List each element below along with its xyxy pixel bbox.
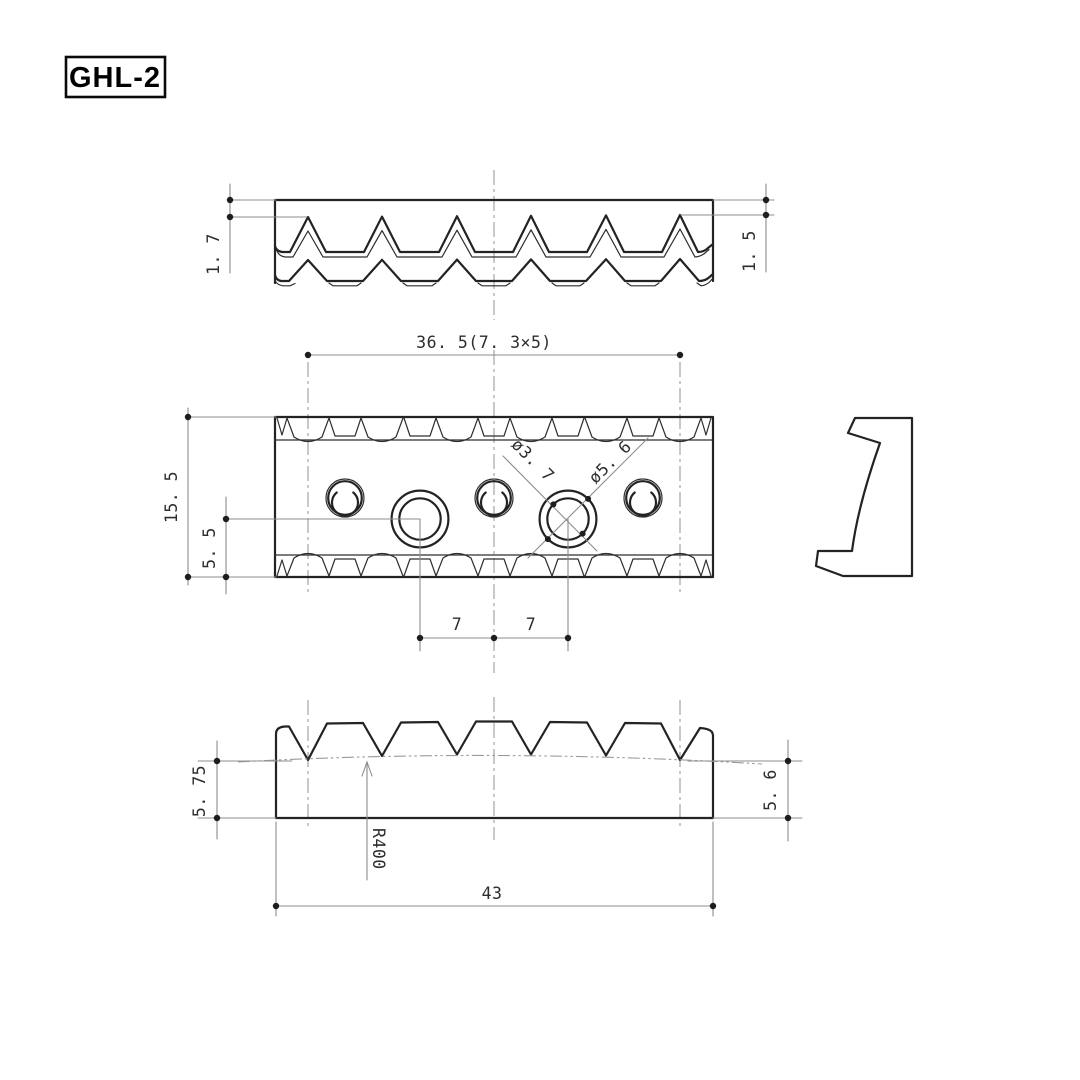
dim-dot <box>709 902 717 910</box>
side-view <box>814 416 914 578</box>
dim-dot <box>490 634 498 642</box>
dim-dot <box>226 213 234 221</box>
dim-dot <box>272 902 280 910</box>
dim-pitch-left-label: 7 <box>452 615 462 634</box>
dim-top-left-label: 1. 7 <box>204 233 223 275</box>
dim-dot <box>784 757 792 765</box>
dim-front-left-label: 5. 75 <box>190 765 209 817</box>
plan-view-outline <box>273 415 715 579</box>
dim-dot <box>762 196 770 204</box>
top-view-serration-lower-edge-left <box>274 279 296 287</box>
top-view-serration-lower-double-3 <box>477 282 511 287</box>
dim-plan-width: 36. 5(7. 3×5) <box>304 333 684 359</box>
top-view-serration-lower-double-4 <box>551 282 585 287</box>
top-view-serration-lower-double-2 <box>402 282 437 287</box>
plan-view-bottom-serration <box>276 552 712 577</box>
dim-dot <box>213 814 221 822</box>
top-view-serration-upper-outer <box>273 213 715 254</box>
dim-dot <box>184 573 192 581</box>
top-view-serration-lower-double-5 <box>626 282 660 287</box>
dim-top-left: 1. 7 <box>204 183 308 275</box>
dim-inner-dia-label: ø3. 7 <box>508 435 558 485</box>
dim-dot <box>550 501 557 508</box>
dim-plan-height-label: 15. 5 <box>162 471 181 523</box>
dim-overall-width: 43 <box>272 821 717 917</box>
title-box-border <box>64 55 167 99</box>
dim-dot <box>222 515 230 523</box>
dim-crown-radius-label: R400 <box>369 828 388 870</box>
top-view-serration-lower-edge-right <box>696 277 714 287</box>
dim-hole-center-height: 5. 5 <box>200 496 421 595</box>
plan-view: 36. 5(7. 3×5) 15. 5 5. 5 7 <box>162 333 715 673</box>
top-view-serration-upper-inner <box>276 228 710 258</box>
dim-dot <box>222 573 230 581</box>
dim-dot <box>416 634 424 642</box>
dim-dot <box>226 196 234 204</box>
dim-dot <box>762 211 770 219</box>
top-view-serration-lower-double-1 <box>328 282 362 287</box>
dim-front-left: 5. 75 <box>190 740 293 840</box>
dim-hole-pitch: 7 7 <box>416 518 572 652</box>
dim-dot <box>184 413 192 421</box>
top-view-outline <box>273 198 715 285</box>
side-view-outline <box>814 416 914 578</box>
dim-dot <box>544 536 551 543</box>
dim-plan-height: 15. 5 <box>162 407 277 586</box>
dim-top-right-label: 1. 5 <box>740 230 759 272</box>
front-view: R400 5. 75 5. 6 43 <box>190 697 803 917</box>
dim-overall-width-label: 43 <box>482 884 503 903</box>
title-block: GHL-2 <box>64 55 167 99</box>
dim-dot <box>585 495 592 502</box>
dim-dot <box>213 757 221 765</box>
dim-dot <box>579 530 586 537</box>
dim-outer-dia-label: ø5. 6 <box>585 437 635 487</box>
string-hole-2 <box>474 478 514 518</box>
dim-dot <box>564 634 572 642</box>
model-label: GHL-2 <box>69 62 161 94</box>
dim-dot <box>304 351 312 359</box>
dim-crown-radius: R400 <box>361 760 388 881</box>
dim-dot <box>676 351 684 359</box>
top-view: 1. 7 1. 5 <box>204 170 775 320</box>
dim-top-right: 1. 5 <box>680 183 775 273</box>
dim-dot <box>784 814 792 822</box>
string-hole-3 <box>623 478 663 518</box>
radius-arrowhead <box>361 760 373 777</box>
dim-front-right-label: 5. 6 <box>761 769 780 811</box>
top-view-serration-lower-outer <box>273 257 715 283</box>
front-view-outline <box>274 720 715 820</box>
dim-pitch-right-label: 7 <box>526 615 536 634</box>
plan-view-top-serration <box>276 417 712 443</box>
dim-front-right: 5. 6 <box>687 739 803 842</box>
string-hole-1 <box>325 478 365 518</box>
dim-hole-height-label: 5. 5 <box>200 527 219 569</box>
crown-radius-curve <box>237 754 763 765</box>
dim-plan-width-label: 36. 5(7. 3×5) <box>416 333 552 352</box>
